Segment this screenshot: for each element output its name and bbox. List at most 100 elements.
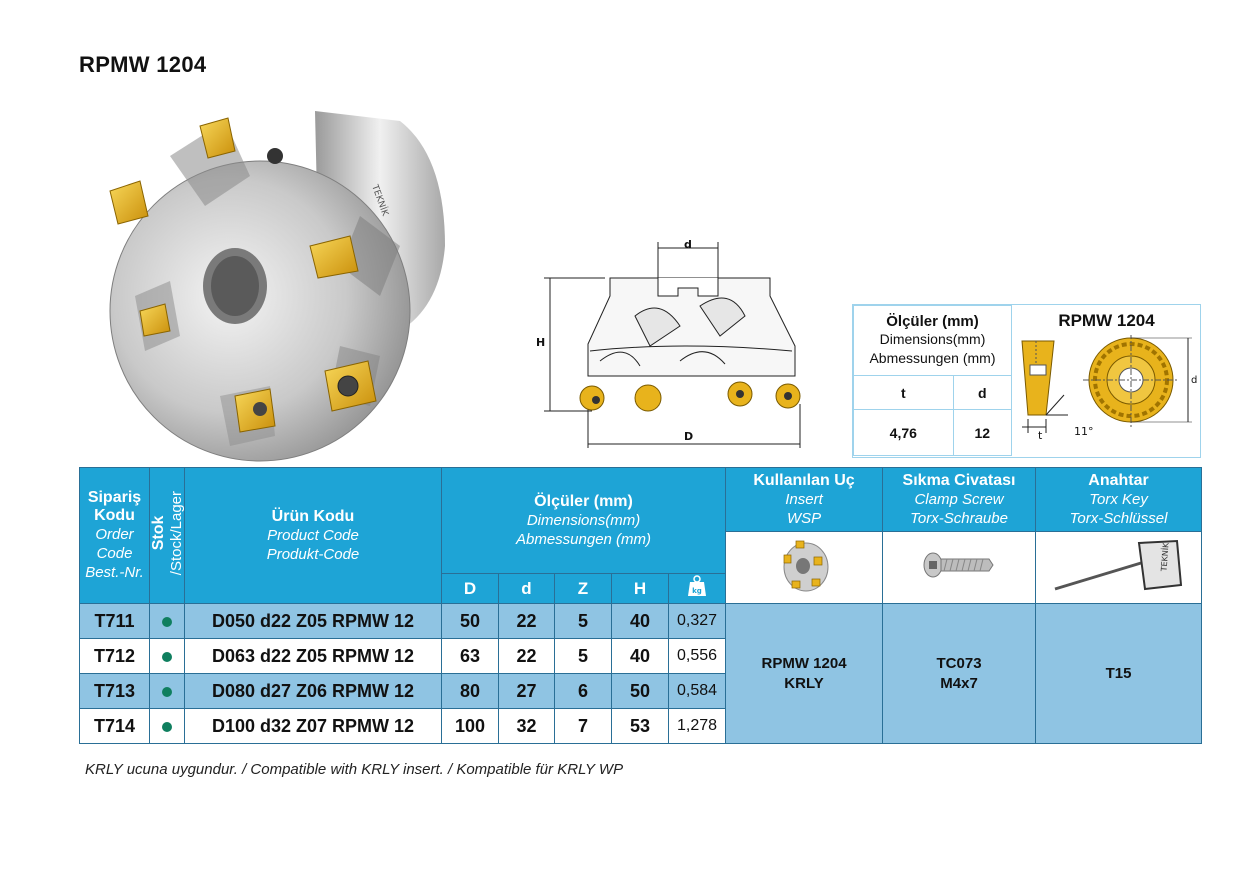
dims-val-t: 4,76 xyxy=(853,409,954,456)
weight-icon-label: kg xyxy=(692,587,702,595)
stock-tr: Stok xyxy=(150,515,167,551)
dims-col-d: d xyxy=(952,375,1013,410)
screw-en: Clamp Screw xyxy=(914,490,1004,508)
insert-dimensions-box: Ölçüler (mm) Dimensions(mm) Abmessungen … xyxy=(852,304,1201,458)
insert-image-cell xyxy=(725,531,884,604)
insert-dimensions-table: Ölçüler (mm) Dimensions(mm) Abmessungen … xyxy=(853,305,1013,456)
table-row: T712 D063 d22 Z05 RPMW 12 63 22 5 40 0,5… xyxy=(79,638,1202,674)
col-Z: Z xyxy=(554,573,612,604)
dims-header-de: Abmessungen (mm) xyxy=(869,350,996,366)
product-code-tr: Ürün Kodu xyxy=(271,507,355,525)
col-H: H xyxy=(611,573,669,604)
dim-Z: 5 xyxy=(554,638,612,674)
screw-de: Torx-Schraube xyxy=(910,509,1008,527)
stock-indicator xyxy=(149,673,185,709)
insert-drawing: t 11° d xyxy=(1021,335,1197,442)
header-insert: Kullanılan Uç Insert WSP xyxy=(725,467,884,532)
order-code: T712 xyxy=(79,638,150,674)
dim-d: 27 xyxy=(498,673,555,709)
dim-D: 80 xyxy=(441,673,499,709)
dim-Z: 7 xyxy=(554,708,612,744)
order-code: T713 xyxy=(79,673,150,709)
dim-D: 63 xyxy=(441,638,499,674)
stock-indicator xyxy=(149,638,185,674)
milling-cutter-photo: TEKNİK xyxy=(109,111,445,462)
torx-key-icon: TEKNİK xyxy=(1054,539,1182,591)
product-code-de: Produkt-Code xyxy=(266,545,360,563)
insert-value-line-1: RPMW 1204 xyxy=(761,654,847,672)
insert-title: RPMW 1204 xyxy=(1058,311,1155,330)
key-tr: Anahtar xyxy=(1088,471,1149,489)
stock-indicator xyxy=(149,708,185,744)
stock-dot-icon xyxy=(162,686,172,697)
stock-dot-icon xyxy=(162,616,172,627)
order-code: T711 xyxy=(79,603,150,639)
header-stock: Stok/Stock/Lager xyxy=(149,467,185,604)
screw-value-line-2: M4x7 xyxy=(940,674,978,692)
screw-value: TC073 M4x7 xyxy=(882,603,1037,744)
screw-image-cell xyxy=(882,531,1037,604)
insert-label-angle: 11° xyxy=(1074,425,1094,438)
dim-H: 53 xyxy=(611,708,669,744)
weight: 0,327 xyxy=(667,603,727,639)
product-code: D100 d32 Z07 RPMW 12 xyxy=(184,708,442,744)
table-row: T711 D050 d22 Z05 RPMW 12 50 22 5 40 0,3… xyxy=(79,603,1203,744)
insert-drawing-panel: RPMW 1204 t 11° d xyxy=(1011,305,1200,456)
drawing-label-D: D xyxy=(684,430,693,443)
stock-rest: /Stock/Lager xyxy=(168,490,185,576)
product-code-en: Product Code xyxy=(267,526,359,544)
screw-tr: Sıkma Civatası xyxy=(902,471,1016,489)
header-key: Anahtar Torx Key Torx-Schlüssel xyxy=(1035,467,1203,532)
weight: 0,556 xyxy=(667,638,727,674)
col-d: d xyxy=(498,573,555,604)
torx-screw-icon xyxy=(923,552,994,578)
key-value: T15 xyxy=(1035,603,1203,744)
key-brand: TEKNİK xyxy=(1158,542,1170,573)
insert-tr: Kullanılan Uç xyxy=(753,471,855,489)
dim-D: 50 xyxy=(441,603,499,639)
insert-value: RPMW 1204 KRLY xyxy=(725,603,884,744)
insert-cutter-icon xyxy=(783,540,829,592)
insert-en: Insert xyxy=(785,490,823,508)
order-code-en: Order Code xyxy=(95,526,134,562)
order-code-tr: Sipariş Kodu xyxy=(87,489,142,524)
stock-dot-icon xyxy=(162,651,172,662)
insert-value-line-2: KRLY xyxy=(784,674,824,692)
dim-d: 32 xyxy=(498,708,555,744)
dim-d: 22 xyxy=(498,603,555,639)
cutter-technical-drawing: d H D xyxy=(536,238,801,448)
insert-de: WSP xyxy=(786,509,822,527)
dim-H: 40 xyxy=(611,603,669,639)
dim-H: 50 xyxy=(611,673,669,709)
col-D: D xyxy=(441,573,499,604)
drawing-label-d: d xyxy=(684,238,692,251)
key-image-cell: TEKNİK xyxy=(1035,531,1203,604)
product-code: D080 d27 Z06 RPMW 12 xyxy=(184,673,442,709)
key-de: Torx-Schlüssel xyxy=(1069,509,1168,527)
product-code: D050 d22 Z05 RPMW 12 xyxy=(184,603,442,639)
screw-value-line-1: TC073 xyxy=(936,654,982,672)
dimensions-en: Dimensions(mm) xyxy=(526,511,641,529)
dims-header-tr: Ölçüler (mm) xyxy=(886,313,979,330)
dim-Z: 6 xyxy=(554,673,612,709)
page-title: RPMW 1204 xyxy=(79,52,207,77)
footnote: KRLY ucuna uygundur. / Compatible with K… xyxy=(85,761,624,778)
dimensions-tr: Ölçüler (mm) xyxy=(534,492,633,510)
product-code: D063 d22 Z05 RPMW 12 xyxy=(184,638,442,674)
stock-indicator xyxy=(149,603,185,639)
weight: 0,584 xyxy=(667,673,727,709)
order-code: T714 xyxy=(79,708,150,744)
header-dimensions: Ölçüler (mm) Dimensions(mm) Abmessungen … xyxy=(440,467,727,574)
table-row: T714 D100 d32 Z07 RPMW 12 100 32 7 53 1,… xyxy=(79,708,1202,744)
dims-col-t: t xyxy=(853,375,954,410)
weight-icon: kg xyxy=(688,575,707,596)
order-code-de: Best.-Nr. xyxy=(85,564,144,581)
dims-header-en: Dimensions(mm) xyxy=(879,331,986,347)
col-weight: kg xyxy=(667,573,727,604)
drawing-label-H: H xyxy=(536,336,545,349)
insert-label-t: t xyxy=(1038,429,1043,442)
weight: 1,278 xyxy=(667,708,727,744)
dim-H: 40 xyxy=(611,638,669,674)
stock-dot-icon xyxy=(162,721,172,732)
dim-Z: 5 xyxy=(554,603,612,639)
